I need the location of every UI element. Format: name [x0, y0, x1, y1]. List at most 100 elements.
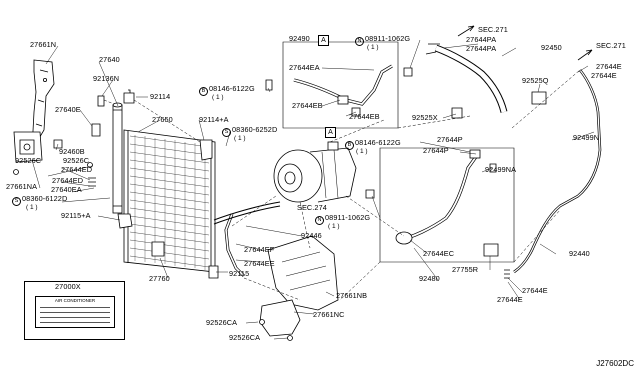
- part-label-08911-1062G-mid-text: 08911-1062G: [325, 213, 371, 222]
- part-label-92526C-2[interactable]: 92526C: [63, 156, 90, 165]
- label-card-line: [40, 307, 110, 308]
- part-label-27661NA[interactable]: 27661NA: [6, 182, 38, 191]
- qty-08360-6252D: ( 1 ): [234, 135, 246, 142]
- qty-08911-1062G-mid: ( 1 ): [328, 223, 340, 230]
- part-label-27644PA-2[interactable]: 27644PA: [466, 44, 497, 53]
- part-label-27644E-tr2[interactable]: 27644E: [591, 71, 617, 80]
- label-card: AIR CONDITIONER: [35, 296, 115, 328]
- part-label-92525X[interactable]: 92525X: [412, 113, 438, 122]
- part-label-92440[interactable]: 92440: [569, 249, 590, 258]
- qty-08360-6122D: ( 1 ): [26, 204, 38, 211]
- part-label-27644ED-2[interactable]: 27644ED: [52, 176, 84, 185]
- receiver-drier-27640: [112, 102, 123, 214]
- nut-symbol-icon: N: [355, 37, 364, 46]
- part-label-27661N[interactable]: 27661N: [30, 40, 57, 49]
- part-label-92490[interactable]: 92490: [289, 34, 310, 43]
- part-label-27644EC[interactable]: 27644EC: [423, 249, 455, 258]
- part-label-92526C-1[interactable]: 92526C: [15, 156, 42, 165]
- pipe-92446: [213, 201, 281, 278]
- bolt-symbol-icon: B: [199, 87, 208, 96]
- part-label-92136N[interactable]: 92136N: [93, 74, 120, 83]
- part-label-92114A[interactable]: 92114+A: [199, 115, 229, 124]
- part-label-27644EE[interactable]: 27644EE: [244, 259, 275, 268]
- section-ref-sec274[interactable]: SEC.274: [297, 203, 327, 212]
- part-label-27644EB-left[interactable]: 27644EB: [292, 101, 323, 110]
- part-label-92114[interactable]: 92114: [150, 92, 171, 101]
- section-ref-sec271-right[interactable]: SEC.271: [596, 41, 626, 50]
- qty-08146-6122G-top: ( 1 ): [212, 94, 224, 101]
- arrow-sec271-right: [577, 49, 593, 61]
- bracket-27661NA: [13, 131, 43, 163]
- part-label-27644E-br1[interactable]: 27644E: [522, 286, 548, 295]
- part-label-92115A[interactable]: 92115+A: [61, 211, 91, 220]
- part-label-92450[interactable]: 92450: [541, 43, 562, 52]
- part-label-27644ED-1[interactable]: 27644ED: [61, 165, 93, 174]
- part-label-92499N[interactable]: 92499N: [573, 133, 600, 142]
- part-label-92460B[interactable]: 92460B: [59, 147, 85, 156]
- screw-symbol-icon: S: [222, 128, 231, 137]
- oring-27644ED: [88, 177, 96, 187]
- part-label-27661NC[interactable]: 27661NC: [313, 310, 345, 319]
- part-label-92526CA-1[interactable]: 92526CA: [206, 318, 238, 327]
- part-label-08360-6122D-text: 08360-6122D: [22, 194, 68, 203]
- part-label-08911-1062G-top-text: 08911-1062G: [365, 34, 411, 43]
- part-label-27644P-2[interactable]: 27644P: [423, 146, 449, 155]
- hose-92450: [425, 43, 508, 113]
- switch-27755R: [483, 243, 499, 257]
- part-label-27640[interactable]: 27640: [99, 55, 120, 64]
- part-label-27661NB[interactable]: 27661NB: [336, 291, 368, 300]
- view-marker-a-upper: A: [318, 35, 329, 46]
- section-ref-sec271-top[interactable]: SEC.271: [478, 25, 508, 34]
- part-label-27650[interactable]: 27650: [152, 115, 173, 124]
- panel-27661NC: [259, 299, 301, 337]
- part-label-27755R[interactable]: 27755R: [452, 265, 479, 274]
- bolt-08146-top: [265, 79, 273, 91]
- bracket-92114: [123, 89, 135, 104]
- part-label-92526CA-2[interactable]: 92526CA: [229, 333, 261, 342]
- oring-27644E: [504, 269, 510, 279]
- part-label-27644EA[interactable]: 27644EA: [289, 63, 320, 72]
- clip-92526CA-2: [287, 335, 293, 341]
- part-label-92499NA[interactable]: 92499NA: [485, 165, 517, 174]
- diagram-code: J27602DC: [596, 359, 634, 368]
- label-card-line: [40, 312, 110, 313]
- part-label-27640E[interactable]: 27640E: [55, 105, 81, 114]
- bracket-92115: [208, 265, 219, 279]
- qty-08911-1062G-top: ( 1 ): [367, 44, 379, 51]
- bolt-symbol-icon-2: B: [345, 141, 354, 150]
- part-label-27644E-br2[interactable]: 27644E: [497, 295, 523, 304]
- clamp-92525Q: [531, 91, 547, 105]
- part-label-27644EB-right[interactable]: 27644EB: [349, 112, 380, 121]
- label-card-frame: AIR CONDITIONER: [24, 281, 125, 340]
- bracket-92114A: [199, 139, 213, 161]
- part-label-27000X[interactable]: 27000X: [55, 282, 81, 291]
- part-label-27640EA[interactable]: 27640EA: [51, 185, 82, 194]
- bracket-92525X: [451, 107, 463, 119]
- part-label-92480[interactable]: 92480: [419, 274, 440, 283]
- condenser-27650: [123, 129, 216, 273]
- sensor-27760: [151, 241, 165, 257]
- part-label-92115[interactable]: 92115: [229, 269, 250, 278]
- part-label-27644PA-1[interactable]: 27644PA: [466, 35, 497, 44]
- part-label-92446[interactable]: 92446: [301, 231, 322, 240]
- part-label-27644P-1[interactable]: 27644P: [437, 135, 463, 144]
- duct-27661NB: [267, 235, 339, 311]
- leader-lines: [31, 39, 595, 340]
- part-label-92525Q[interactable]: 92525Q: [522, 76, 549, 85]
- part-label-27760[interactable]: 27760: [149, 274, 170, 283]
- nut-08911-top: [403, 67, 413, 77]
- part-label-08360-6252D-text: 08360-6252D: [232, 125, 278, 134]
- nut-08911-mid: [365, 189, 375, 199]
- nut-symbol-icon-2: N: [315, 216, 324, 225]
- connection-lines: [103, 69, 581, 301]
- part-label-27644EF[interactable]: 27644EF: [244, 245, 275, 254]
- part-label-08146-6122G-mid-text: 08146-6122G: [355, 138, 401, 147]
- part-label-27644E-tr1[interactable]: 27644E: [596, 62, 622, 71]
